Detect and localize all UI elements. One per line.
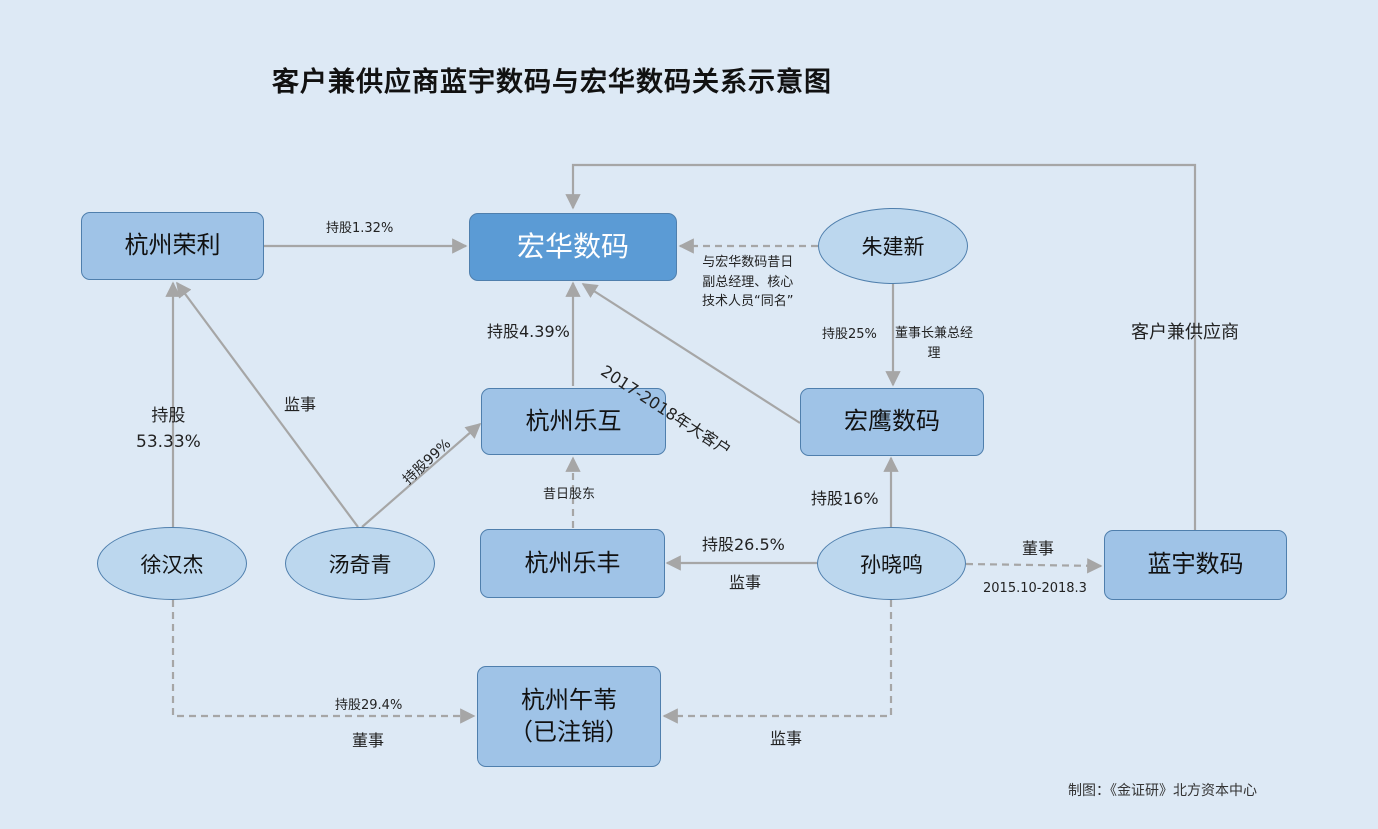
node-lefeng: 杭州乐丰 (480, 529, 665, 598)
edge-xu-wuwei (171, 600, 476, 724)
person-sunxiaoming: 孙晓鸣 (817, 527, 966, 600)
credit-text: 制图：《金证研》北方资本中心 (1068, 783, 1257, 799)
node-honghua: 宏华数码 (469, 213, 677, 281)
label-zhu-hongying-role: 董事长兼总经 理 (895, 324, 973, 363)
label-xu-wuwei-share: 持股29.4% (335, 698, 403, 713)
edge-tang-lehu (361, 422, 482, 528)
edge-sun-lanyu (965, 558, 1103, 574)
person-xuhanjie: 徐汉杰 (97, 527, 247, 600)
label-sun-wuwei-role: 监事 (770, 729, 803, 748)
edge-sun-wuwei (662, 600, 893, 724)
label-sun-lefeng-share: 持股26.5% (702, 535, 785, 554)
node-lanyu: 蓝宇数码 (1104, 530, 1287, 600)
label-lefeng-lehu: 昔日股东 (543, 487, 596, 502)
label-sun-lanyu-period: 2015.10-2018.3 (983, 581, 1087, 596)
node-wuwei-name: 杭州午苇 (521, 686, 617, 715)
label-xu-rongli-line2: 53.33% (136, 431, 201, 452)
label-xu-rongli-line1: 持股 (151, 406, 186, 426)
edge-hongying-honghua (581, 283, 801, 424)
label-xu-wuwei-role: 董事 (352, 731, 385, 750)
person-tangqiqing: 汤奇青 (285, 527, 435, 600)
node-lehu: 杭州乐互 (481, 388, 666, 455)
node-hongying: 宏鹰数码 (800, 388, 984, 456)
label-sun-lanyu-role: 董事 (1022, 539, 1055, 558)
label-zhu-honghua: 与宏华数码昔日 副总经理、核心 技术人员“同名” (702, 253, 793, 312)
edge-tang-rongli (176, 281, 359, 528)
label-lanyu-honghua: 客户兼供应商 (1131, 322, 1239, 343)
person-zhujianxin: 朱建新 (818, 208, 968, 284)
node-wuwei-status: （已注销） (509, 717, 629, 746)
diagram-title: 客户兼供应商蓝宇数码与宏华数码关系示意图 (272, 67, 832, 98)
label-zhu-hongying-role-line1: 董事长兼总经 (895, 326, 974, 341)
label-rongli-honghua: 持股1.32% (326, 221, 394, 236)
label-zhu-honghua-line1: 与宏华数码昔日 (702, 255, 794, 270)
label-zhu-hongying-role-line2: 理 (927, 345, 941, 361)
node-rongli: 杭州荣利 (81, 212, 264, 280)
edge-lanyu-honghua (565, 163, 1197, 530)
label-zhu-honghua-line2: 副总经理、核心 (702, 274, 794, 290)
label-sun-lefeng-role: 监事 (729, 573, 762, 592)
label-xu-rongli: 持股 53.33% (136, 404, 201, 455)
label-tang-rongli: 监事 (284, 395, 317, 414)
label-zhu-honghua-line3: 技术人员“同名” (702, 294, 794, 309)
label-lehu-honghua: 持股4.39% (487, 322, 570, 341)
node-wuwei: 杭州午苇 （已注销） (477, 666, 661, 767)
label-zhu-hongying-share: 持股25% (822, 327, 877, 342)
label-sun-hongying: 持股16% (811, 489, 879, 508)
